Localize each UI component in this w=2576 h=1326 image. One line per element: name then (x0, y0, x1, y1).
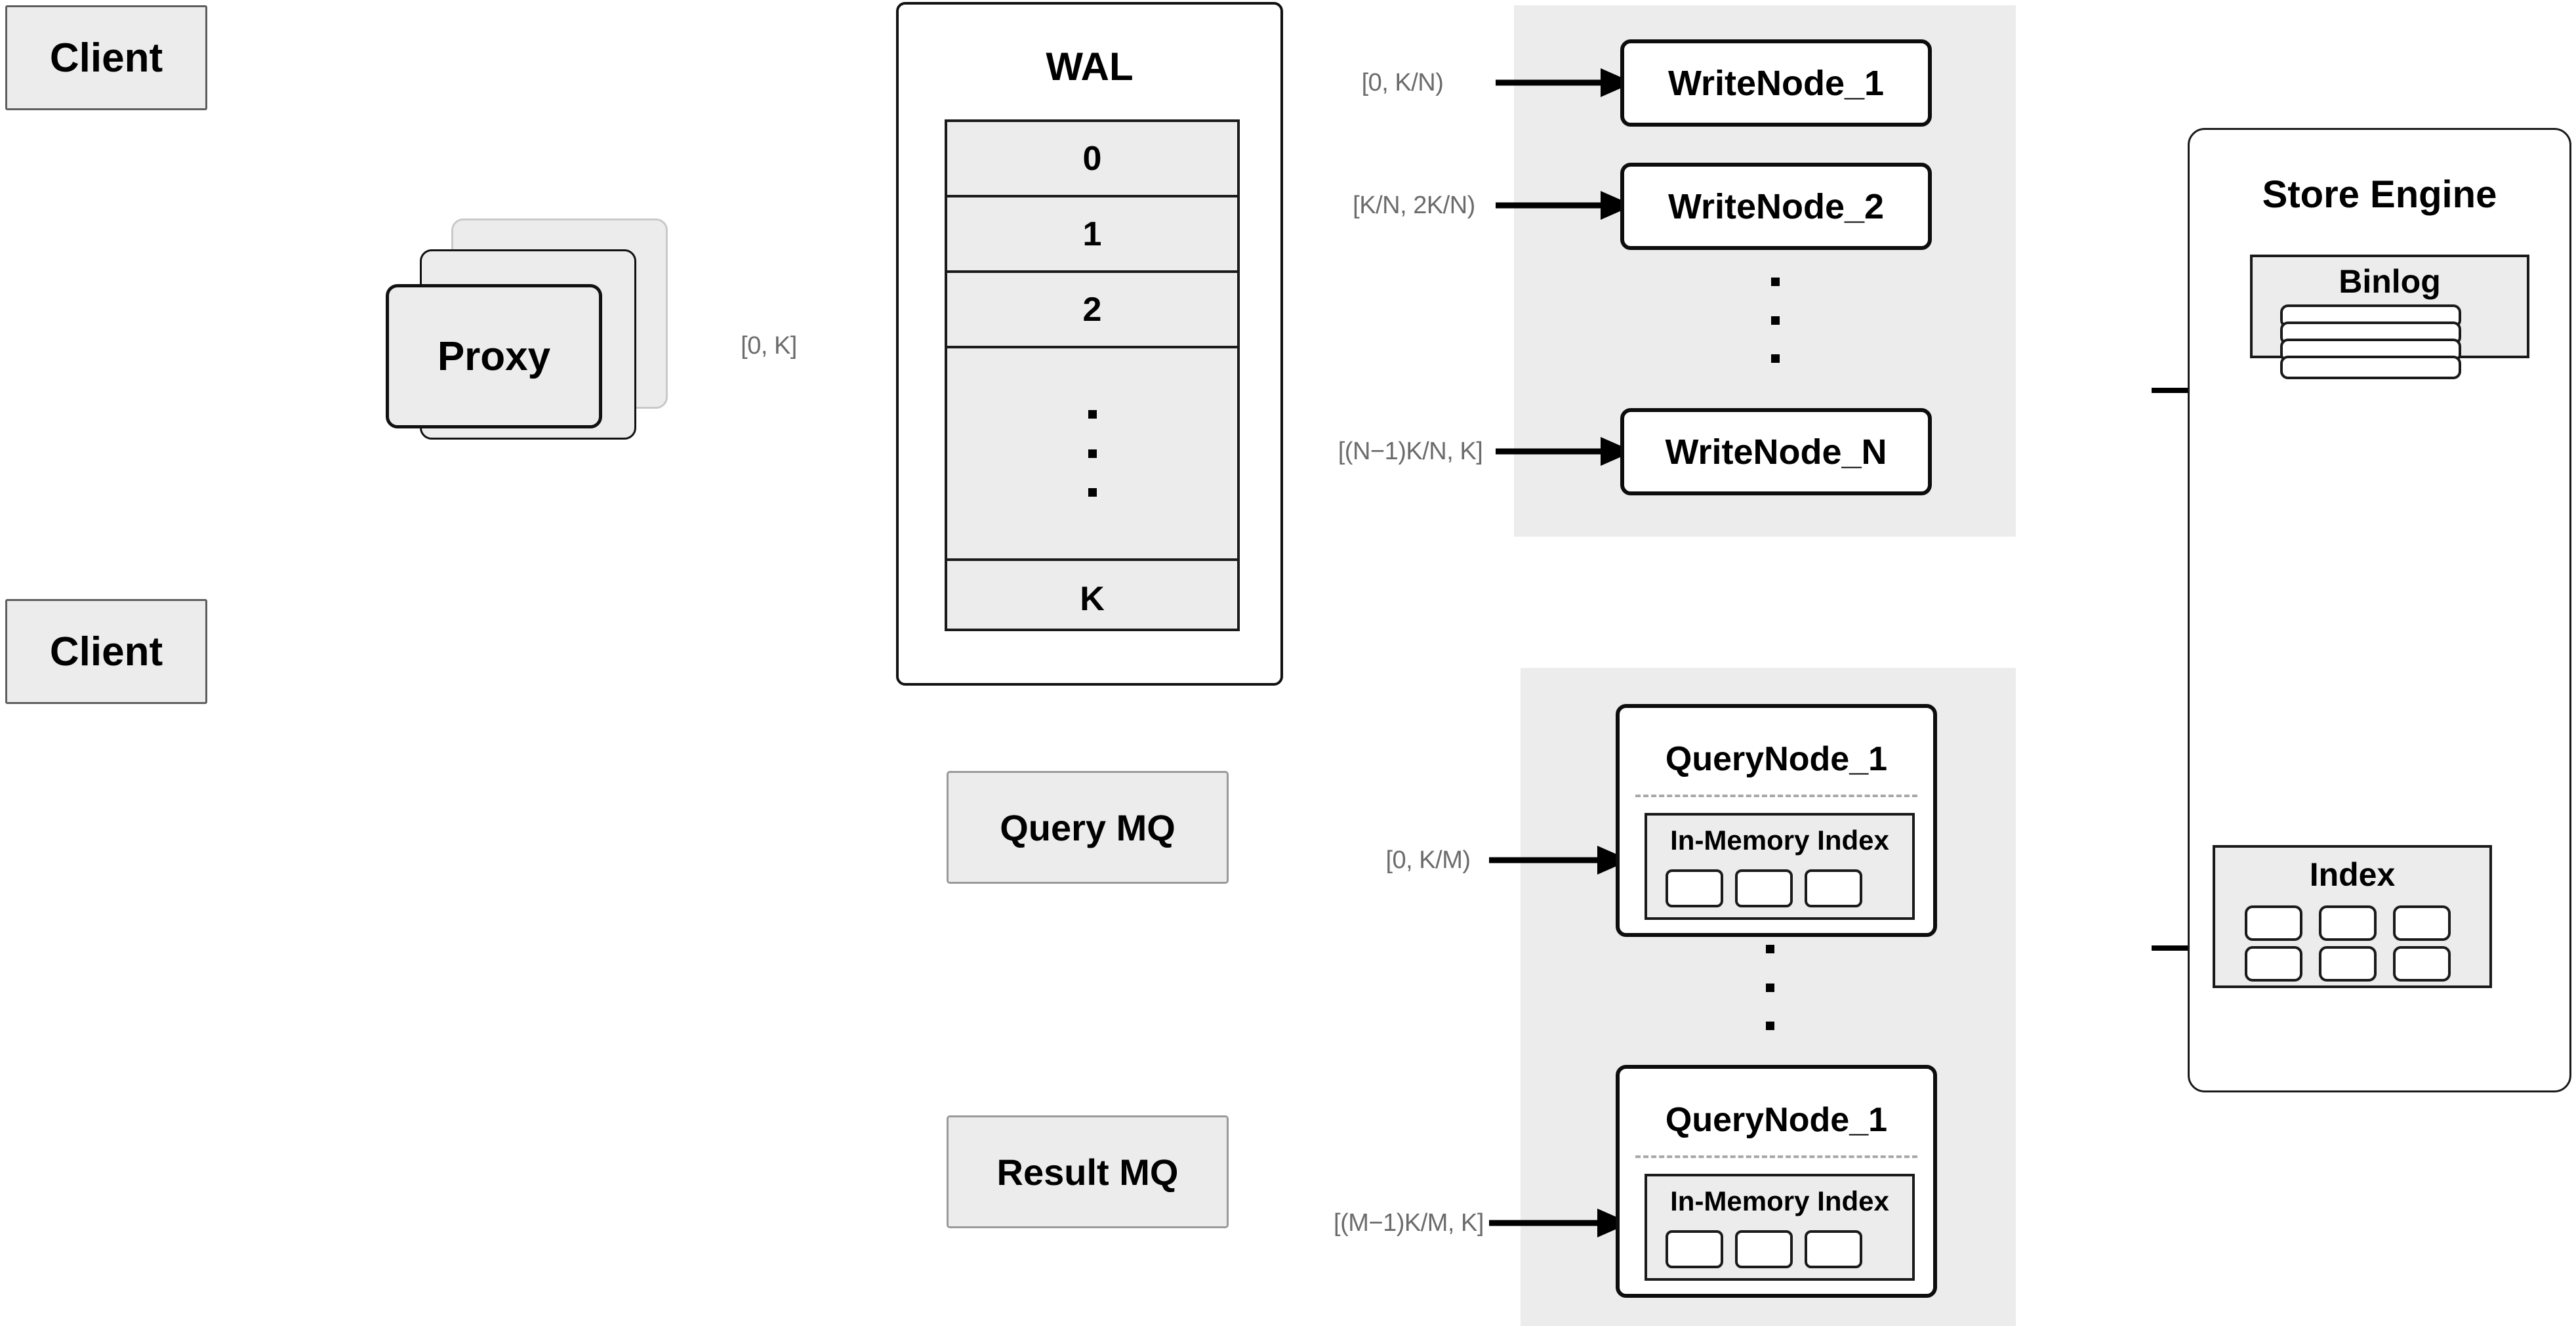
query-node-title: QueryNode_1 (1665, 1101, 1888, 1139)
write-node-label: WriteNode_2 (1667, 186, 1885, 226)
result-mq-box[interactable]: Result MQ (947, 1115, 1229, 1228)
write-node-label: WriteNode_N (1665, 432, 1887, 472)
write-node-2[interactable]: WriteNode_2 (1620, 163, 1932, 250)
binlog-title: Binlog (2339, 263, 2441, 300)
binlog-panel: Binlog (2250, 255, 2529, 379)
write-node-label: WriteNode_1 (1667, 63, 1885, 103)
query-node-2[interactable]: QueryNode_1 In-Memory Index (1616, 1065, 1937, 1298)
arrow-to-write-node-n (1496, 437, 1633, 466)
range-label-query-node-m: [(M−1)K/M, K] (1332, 1199, 1486, 1247)
query-node-separator (1635, 795, 1917, 797)
client-label: Client (49, 35, 163, 81)
query-mq-box[interactable]: Query MQ (947, 771, 1229, 884)
wal-vertical-ellipsis-icon (1088, 410, 1097, 497)
arrow-to-query-node-1 (1489, 846, 1630, 875)
wal-entry-table: 0 1 2 K (945, 119, 1240, 631)
wal-entry-2: 2 (947, 273, 1237, 348)
range-label-write-node-n: [(N−1)K/N, K] (1326, 428, 1495, 475)
client-box-1[interactable]: Client (5, 5, 207, 110)
store-index-cell (2319, 946, 2377, 982)
arrow-to-write-node-2 (1496, 191, 1633, 220)
store-engine-panel: Store Engine Binlog Index (2188, 128, 2571, 1092)
index-chip (1666, 1230, 1723, 1268)
client-box-2[interactable]: Client (5, 599, 207, 704)
store-index-cell (2393, 946, 2451, 982)
wal-entry-k: K (1080, 579, 1105, 618)
range-label-query-node-1: [0, K/M) (1376, 837, 1481, 884)
store-index-cell (2319, 905, 2377, 941)
binlog-bar (2280, 356, 2461, 379)
query-mq-label: Query MQ (1000, 806, 1176, 848)
index-chip (1735, 869, 1793, 907)
index-chip (1805, 869, 1862, 907)
index-chip (1805, 1230, 1862, 1268)
range-label-write-node-1: [0, K/N) (1340, 59, 1465, 106)
proxy-box[interactable]: Proxy (386, 284, 602, 428)
index-chip (1735, 1230, 1793, 1268)
in-memory-index-title: In-Memory Index (1670, 825, 1889, 856)
query-cluster-vertical-ellipsis-icon (1765, 945, 1774, 1030)
store-index-cell (2245, 946, 2302, 982)
result-mq-label: Result MQ (996, 1151, 1179, 1193)
wal-entry-0: 0 (947, 122, 1237, 197)
write-node-1[interactable]: WriteNode_1 (1620, 39, 1932, 127)
in-memory-index-title: In-Memory Index (1670, 1186, 1889, 1216)
query-node-separator (1635, 1155, 1917, 1158)
store-index-title: Index (2309, 856, 2396, 893)
wal-panel: WAL 0 1 2 K (896, 2, 1283, 686)
wal-entry-1: 1 (947, 197, 1237, 273)
index-chip (1666, 869, 1723, 907)
store-index-cell (2393, 905, 2451, 941)
range-label-write-node-2: [K/N, 2K/N) (1334, 182, 1494, 229)
store-engine-title: Store Engine (2262, 173, 2497, 216)
wal-entry-ellipsis (947, 348, 1237, 561)
store-index-panel: Index (2213, 845, 2492, 988)
in-memory-index-panel: In-Memory Index (1645, 1174, 1915, 1281)
proxy-label: Proxy (437, 333, 551, 379)
in-memory-index-panel: In-Memory Index (1645, 813, 1915, 920)
arrow-to-query-node-m (1489, 1209, 1630, 1237)
range-label-proxy-to-wal: [0, K] (727, 321, 811, 371)
query-node-1[interactable]: QueryNode_1 In-Memory Index (1616, 704, 1937, 937)
query-node-title: QueryNode_1 (1665, 740, 1888, 778)
write-cluster-vertical-ellipsis-icon (1770, 278, 1780, 363)
client-label: Client (49, 629, 163, 674)
wal-title: WAL (1046, 45, 1134, 89)
store-index-cell (2245, 905, 2302, 941)
arrow-to-write-node-1 (1496, 68, 1633, 97)
write-node-n[interactable]: WriteNode_N (1620, 408, 1932, 495)
